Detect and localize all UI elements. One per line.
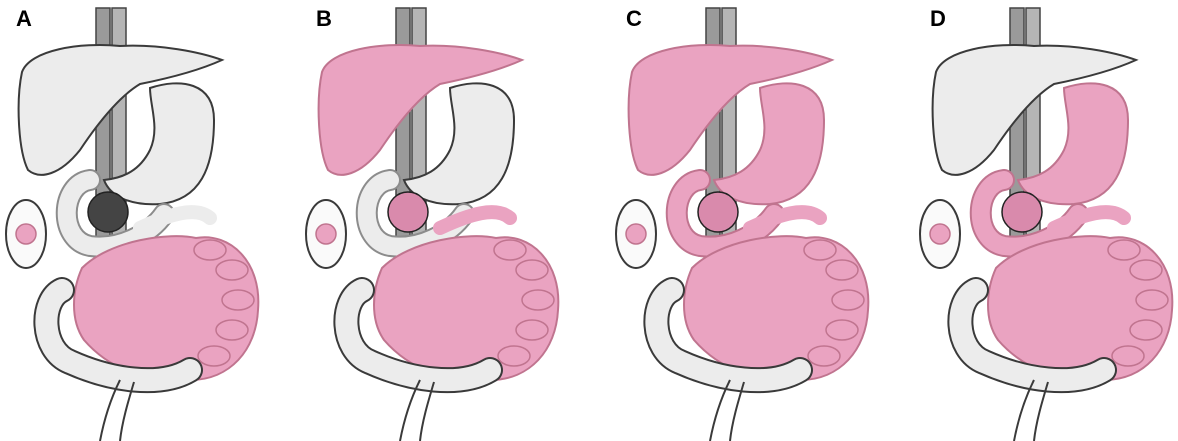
anatomy-illustration-b — [300, 0, 594, 441]
anatomy-illustration-c — [610, 0, 904, 441]
inset-lumen — [316, 224, 336, 244]
panel-d: D — [914, 0, 1178, 441]
panel-c: C — [610, 0, 904, 441]
anatomy-illustration-d — [914, 0, 1178, 441]
pancreas-head — [698, 192, 738, 232]
inset-lumen — [626, 224, 646, 244]
pancreas-head — [388, 192, 428, 232]
panel-a: A — [0, 0, 294, 441]
anatomy-illustration-a — [0, 0, 294, 441]
inset-lumen — [16, 224, 36, 244]
pancreas-head — [88, 192, 128, 232]
panel-b: B — [300, 0, 594, 441]
pancreas-head — [1002, 192, 1042, 232]
inset-lumen — [930, 224, 950, 244]
